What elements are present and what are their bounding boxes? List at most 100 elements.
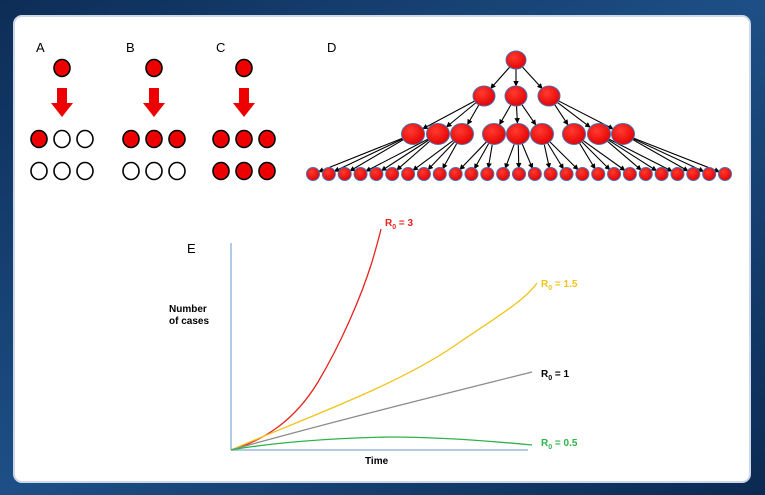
tree-node-generation-3 xyxy=(591,167,606,181)
transmission-edge xyxy=(554,104,569,126)
infected-contact xyxy=(258,129,276,149)
index-case xyxy=(145,58,163,78)
panel-c-diagram xyxy=(212,58,276,181)
uninfected-contact xyxy=(76,161,94,181)
tree-node-generation-3 xyxy=(480,167,495,181)
transmission-edge xyxy=(521,103,537,126)
tree-node-generation-3 xyxy=(496,167,511,181)
tree-node-generation-2 xyxy=(450,123,474,145)
tree-node-generation-3 xyxy=(670,167,685,181)
tree-node-generation-3 xyxy=(607,167,622,181)
transmission-edge xyxy=(467,104,480,125)
transmission-arrow xyxy=(51,88,73,117)
tree-node-generation-3 xyxy=(638,167,653,181)
uninfected-contact xyxy=(30,161,48,181)
transmission-edge xyxy=(459,141,487,171)
tree-node-generation-3 xyxy=(575,167,590,181)
transmission-edge xyxy=(412,140,454,171)
tree-node-generation-3 xyxy=(306,167,320,181)
transmission-edge xyxy=(556,101,591,128)
panel-label-b: B xyxy=(126,40,135,55)
y-axis-label-line2: of cases xyxy=(169,316,209,327)
transmission-edge xyxy=(446,101,477,128)
series-label-r0-0-5-value: 0.5 xyxy=(564,438,578,449)
transmission-edge xyxy=(427,141,455,171)
series-label-r0-1-eq: = xyxy=(552,369,563,380)
transmission-edge xyxy=(579,143,596,170)
index-case xyxy=(53,58,71,78)
tree-node-generation-3 xyxy=(718,167,732,181)
tree-node-generation-2 xyxy=(562,123,586,145)
tree-node-generation-3 xyxy=(543,167,558,181)
series-line-r0-0-5 xyxy=(230,436,533,451)
series-label-r0-3-eq: = xyxy=(396,218,407,229)
transmission-edge xyxy=(633,137,720,173)
tree-node-generation-3 xyxy=(512,167,526,181)
transmission-edge xyxy=(521,143,534,169)
transmission-edge xyxy=(514,105,520,124)
panel-a-diagram xyxy=(30,58,94,181)
tree-node-generation-1 xyxy=(537,85,561,107)
infected-contact xyxy=(168,129,186,149)
tree-node-generation-2 xyxy=(426,123,450,145)
transmission-edge xyxy=(607,140,642,171)
x-axis-label: Time xyxy=(365,456,389,467)
series-label-r0-1: R0 = 1 xyxy=(541,369,570,382)
panel-b-diagram xyxy=(122,58,186,181)
panel-label-d: D xyxy=(327,40,336,55)
tree-node-generation-1 xyxy=(504,85,528,107)
transmission-edge xyxy=(582,139,626,171)
y-axis-label-line1: Number xyxy=(169,304,207,315)
infected-contact xyxy=(258,161,276,181)
transmission-edge xyxy=(504,144,515,169)
tree-node-generation-3 xyxy=(622,167,637,181)
tree-node-root xyxy=(505,50,527,70)
tree-node-generation-3 xyxy=(559,167,574,181)
tree-node-generation-2 xyxy=(506,123,530,145)
infected-contact xyxy=(145,129,163,149)
transmission-edge xyxy=(442,143,458,170)
transmission-edge xyxy=(521,66,543,90)
panel-d-tree xyxy=(306,50,732,181)
transmission-edge xyxy=(422,100,476,130)
transmission-edge xyxy=(318,137,403,173)
transmission-edge xyxy=(632,138,689,172)
transmission-edge xyxy=(581,141,611,171)
transmission-edge xyxy=(543,144,552,169)
tree-node-generation-3 xyxy=(385,167,400,181)
uninfected-contact xyxy=(53,129,71,149)
transmission-arrow xyxy=(233,88,255,117)
tree-node-generation-3 xyxy=(702,167,717,181)
tree-node-generation-2 xyxy=(482,123,506,145)
series-label-r0-1-5-value: 1.5 xyxy=(564,279,578,290)
uninfected-contact xyxy=(145,161,163,181)
infected-contact xyxy=(212,129,230,149)
uninfected-contact xyxy=(53,161,71,181)
infected-contact xyxy=(212,161,230,181)
series-label-r0-1-sub: 0 xyxy=(548,375,552,382)
infected-contact xyxy=(30,129,48,149)
tree-node-generation-3 xyxy=(321,167,336,181)
series-line-r0-1 xyxy=(230,371,533,451)
infected-contact xyxy=(235,161,253,181)
inner-panel xyxy=(13,15,751,483)
transmission-edge xyxy=(486,144,493,169)
transmission-edge xyxy=(632,138,705,172)
infected-contact xyxy=(235,129,253,149)
transmission-edge xyxy=(499,104,512,125)
tree-node-generation-2 xyxy=(530,123,554,145)
tree-node-generation-3 xyxy=(527,167,542,181)
series-label-r0-3-sub: 0 xyxy=(392,224,396,231)
transmission-edge xyxy=(365,138,429,172)
tree-node-generation-3 xyxy=(448,167,463,181)
tree-node-generation-3 xyxy=(353,167,368,181)
transmission-edge xyxy=(333,138,404,172)
transmission-edge xyxy=(607,139,658,172)
transmission-edge xyxy=(473,143,490,170)
panel-label-a: A xyxy=(36,40,45,55)
series-label-r0-1-value: 1 xyxy=(564,369,570,380)
index-case xyxy=(235,58,253,78)
tree-node-generation-2 xyxy=(611,123,635,145)
transmission-arrow xyxy=(143,88,165,117)
